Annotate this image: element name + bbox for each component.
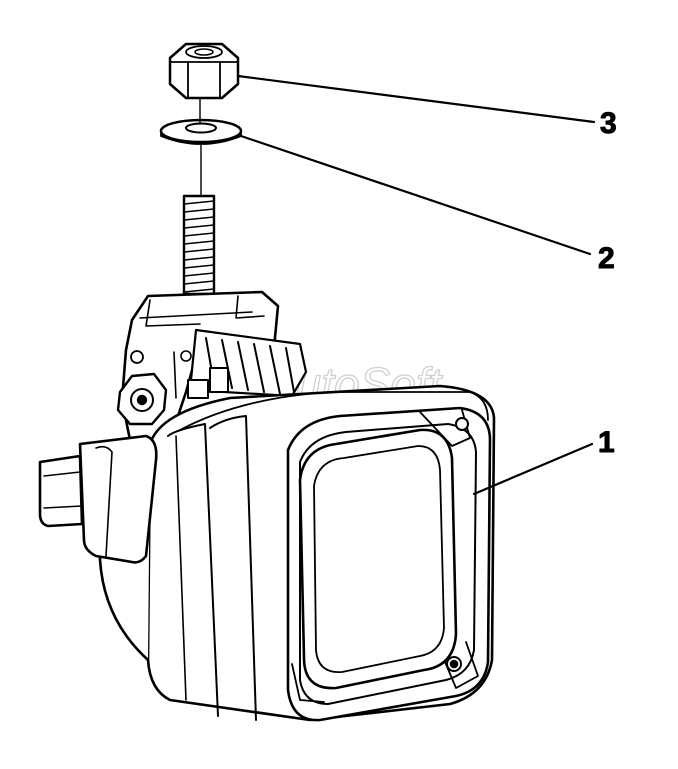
leader-line-3	[236, 74, 596, 124]
cooling-fins	[187, 328, 308, 399]
hex-nut	[168, 42, 240, 100]
callout-label-1: 1	[598, 426, 615, 459]
callout-label-2: 2	[598, 242, 615, 275]
leader-line-1	[472, 442, 594, 496]
assembly-axis	[199, 97, 202, 197]
washer	[159, 118, 243, 145]
leader-line-2	[239, 134, 592, 256]
threaded-stud	[182, 194, 216, 308]
leader-lines	[236, 74, 596, 496]
callout-label-3: 3	[600, 107, 617, 140]
lamp-lens	[298, 428, 458, 690]
adjustment-nut	[116, 372, 168, 426]
electrical-connector	[38, 434, 158, 564]
